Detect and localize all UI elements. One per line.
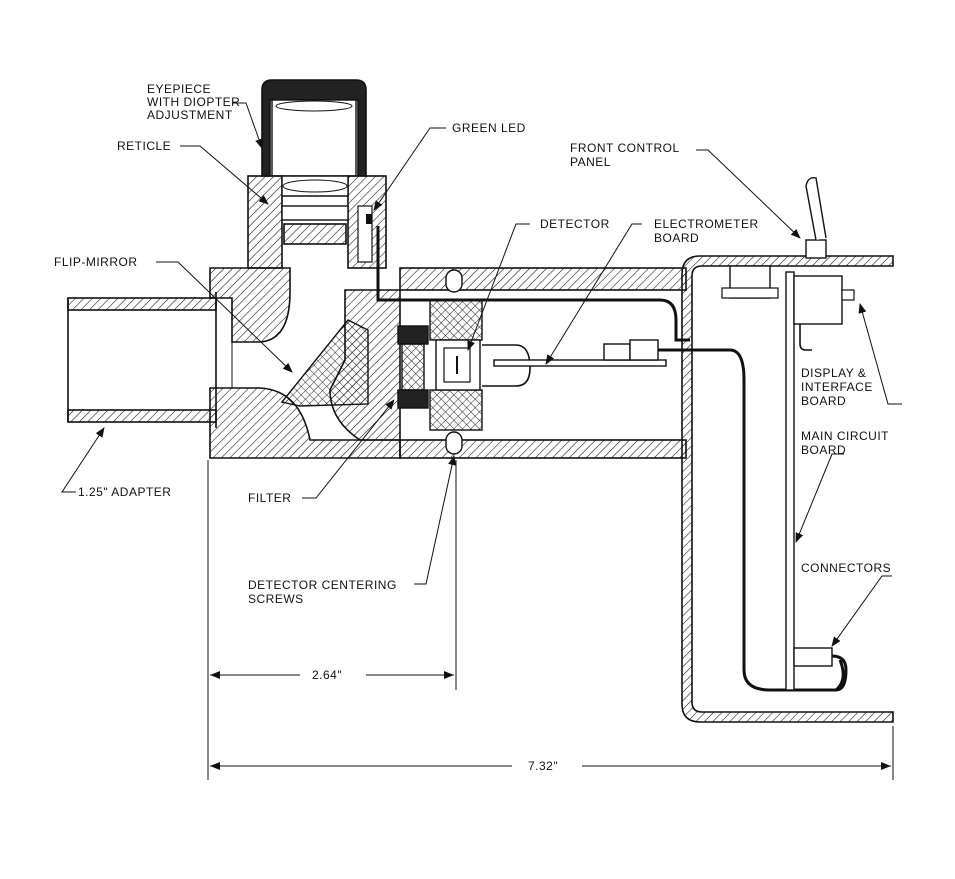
label-display-3: BOARD <box>801 394 846 408</box>
label-electrometer-2: BOARD <box>654 231 699 245</box>
label-display-1: DISPLAY & <box>801 366 866 380</box>
centering-screw-bottom <box>445 431 463 455</box>
label-main-circuit-1: MAIN CIRCUIT <box>801 429 889 443</box>
label-connectors: CONNECTORS <box>801 561 891 575</box>
display-interface-board <box>721 265 855 351</box>
label-filter: FILTER <box>248 491 291 505</box>
label-front-panel-2: PANEL <box>570 155 611 169</box>
label-flip-mirror: FLIP-MIRROR <box>54 255 138 269</box>
reticle <box>281 205 349 221</box>
label-centering-1: DETECTOR CENTERING <box>248 578 397 592</box>
label-main-circuit-2: BOARD <box>801 443 846 457</box>
label-display-2: INTERFACE <box>801 380 873 394</box>
detector <box>429 299 531 431</box>
label-eyepiece-2: WITH DIOPTER <box>147 95 240 109</box>
eyepiece-assembly <box>247 79 387 269</box>
electronics-enclosure <box>681 255 894 723</box>
dimension-long: 7.32" <box>528 759 558 773</box>
labels: EYEPIECE WITH DIOPTER ADJUSTMENT RETICLE… <box>54 82 891 773</box>
adapter-tube <box>67 292 217 428</box>
leader-lines <box>61 102 902 647</box>
flip-mirror <box>280 319 369 407</box>
label-electrometer-1: ELECTROMETER <box>654 217 759 231</box>
label-detector: DETECTOR <box>540 217 610 231</box>
label-reticle: RETICLE <box>117 139 171 153</box>
mirror-housing <box>209 267 401 459</box>
wiring <box>376 226 845 692</box>
label-centering-2: SCREWS <box>248 592 304 606</box>
label-eyepiece-1: EYEPIECE <box>147 82 211 96</box>
centering-screw-top <box>445 269 463 293</box>
connectors <box>793 647 848 692</box>
main-circuit-board <box>785 271 795 691</box>
label-green-led: GREEN LED <box>452 121 526 135</box>
electrometer-board <box>493 339 667 367</box>
label-adapter: 1.25" ADAPTER <box>78 485 171 499</box>
label-front-panel-1: FRONT CONTROL <box>570 141 680 155</box>
body-tube <box>399 267 687 459</box>
filter <box>397 325 429 409</box>
dimension-lines <box>207 460 894 780</box>
front-panel-toggle-switch <box>805 176 827 259</box>
label-eyepiece-3: ADJUSTMENT <box>147 108 233 122</box>
dimension-short: 2.64" <box>312 668 342 682</box>
